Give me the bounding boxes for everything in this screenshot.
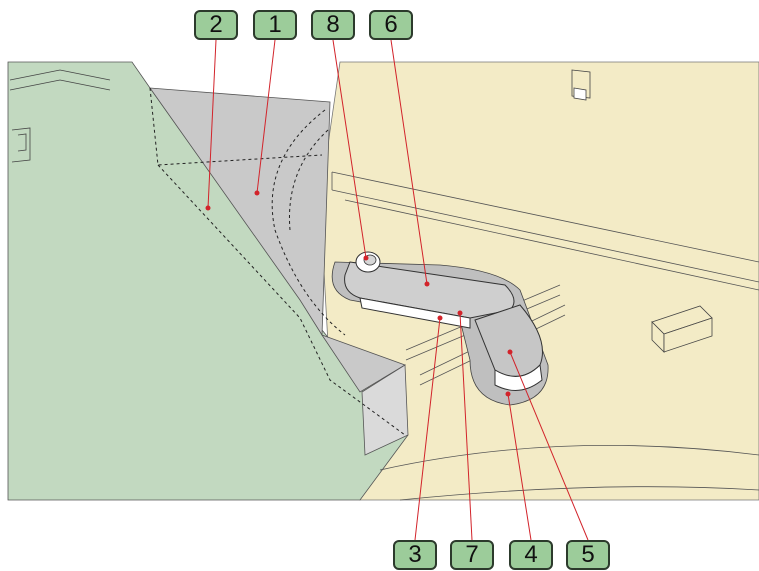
dashed-outlines <box>149 87 406 436</box>
callout-7-label: 7 <box>465 541 479 568</box>
leader-lines <box>207 39 589 541</box>
callout-3: 3 <box>393 540 437 570</box>
callout-7: 7 <box>450 540 494 570</box>
wall-window <box>571 69 591 101</box>
callout-5: 5 <box>566 540 610 570</box>
callout-1: 1 <box>253 10 297 40</box>
right-block <box>651 305 713 353</box>
callout-3-label: 3 <box>408 541 422 568</box>
arm-side-face <box>359 297 471 329</box>
callout-2-label: 2 <box>209 11 223 38</box>
callout-1-label: 1 <box>268 11 282 38</box>
callout-8: 8 <box>311 10 355 40</box>
callout-6-label: 6 <box>384 11 398 38</box>
top-left-structures <box>9 69 111 163</box>
gray-lower-block <box>320 334 406 393</box>
callout-4-label: 4 <box>524 541 538 568</box>
callout-6: 6 <box>369 10 413 40</box>
callout-5-label: 5 <box>581 541 595 568</box>
gray-side-face <box>361 364 409 456</box>
callout-8-label: 8 <box>326 11 340 38</box>
wall-ledges <box>331 171 759 501</box>
tab-side-face <box>494 363 543 391</box>
callout-4: 4 <box>509 540 553 570</box>
callout-2: 2 <box>194 10 238 40</box>
leader-points <box>205 190 513 397</box>
